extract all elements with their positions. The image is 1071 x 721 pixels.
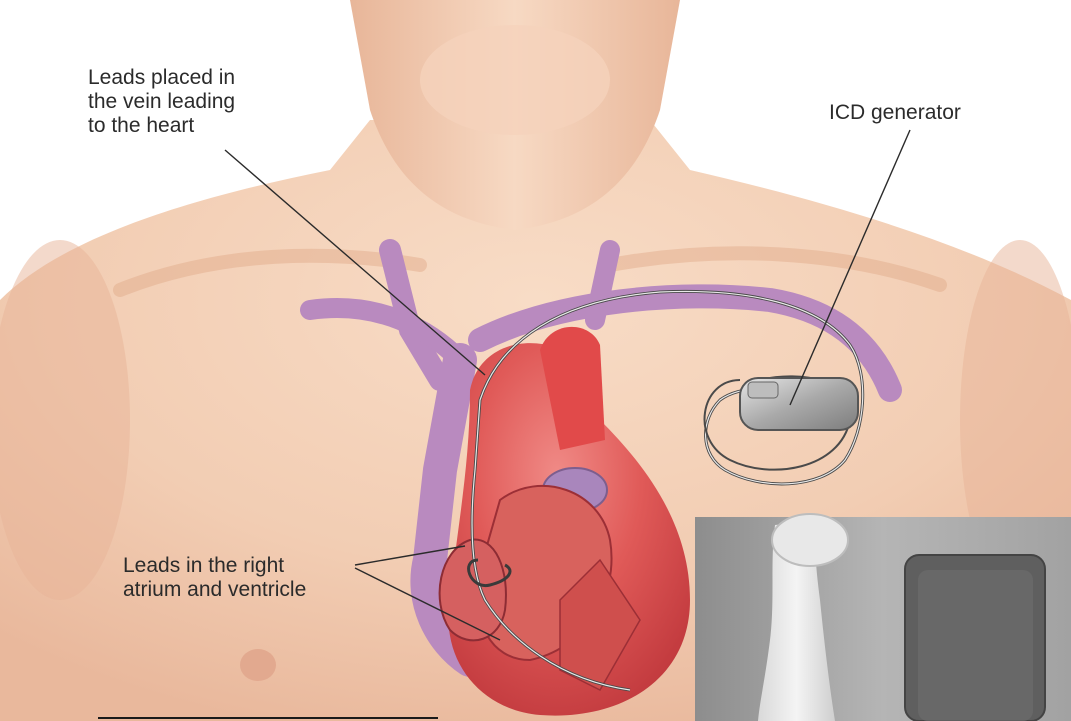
nipple <box>240 649 276 681</box>
chin <box>420 25 610 135</box>
xray-inset <box>695 514 1071 721</box>
label-leads-atrium-ventricle: Leads in the right atrium and ventricle <box>123 554 383 602</box>
label-leads-vein: Leads placed in the vein leading to the … <box>88 66 318 138</box>
bottom-rule <box>98 717 438 719</box>
label-icd-generator: ICD generator <box>829 101 961 125</box>
